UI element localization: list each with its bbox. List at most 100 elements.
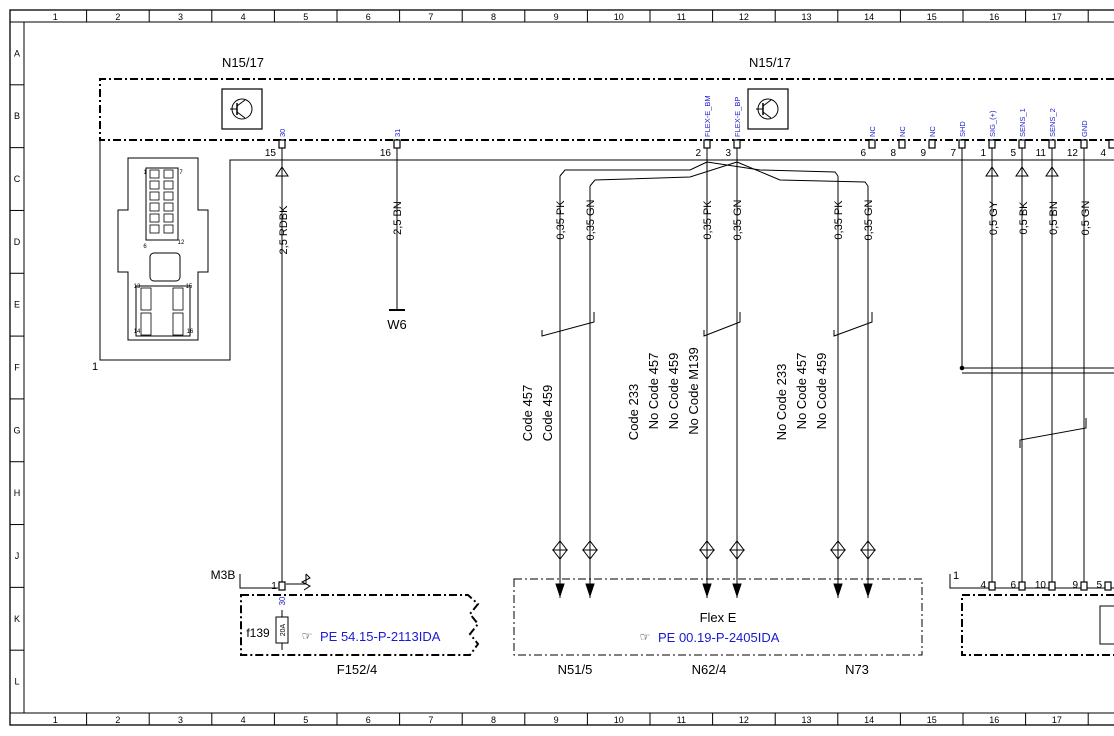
grid-column-label: 1 [53,715,58,725]
connector-view-number: 1 [92,361,98,373]
pin-number: 5 [1010,148,1016,159]
pin-terminal-icon [733,139,741,149]
fuse-icon [275,610,289,650]
outer-frame [9,9,1114,726]
grid-column-label: 8 [491,715,496,725]
pin-name: GND [1080,120,1089,137]
pin-terminal-icon [1018,581,1026,591]
wire-label: 0,35 GN [732,199,744,240]
wire-label: 0,5 GY [988,200,1000,235]
pin-number: 1 [980,148,986,159]
right-block-number: 1 [953,570,959,582]
fuse-label: f139 [246,626,270,640]
connector-outline [99,140,1114,361]
grid-row-label: D [14,237,21,247]
right-block-bracket [949,574,1114,589]
connector-face-icon [117,157,209,341]
grid-row-label: K [14,614,20,624]
pin-terminal-icon [868,139,876,149]
pin-number: 15 [265,148,277,159]
code-text: No Code M139 [686,347,701,434]
wire-label: 0,35 GN [863,199,875,240]
conn-pin-label: 1 [143,170,147,176]
bus-connector-icon [551,540,569,560]
bus-connector-icon [728,540,746,560]
fuse-box-outline [240,594,480,656]
grid-column-label: 8 [491,12,496,22]
wire-label: 2,5 RDBK [278,205,290,255]
fuse-reference-link[interactable]: PE 54.15-P-2113IDA [320,629,441,644]
pin-terminal-icon [1018,139,1026,149]
pin-name: SHD [958,121,967,137]
pin-name: 31 [393,129,402,137]
pin-terminal-icon [1080,139,1088,149]
pin-terminal-icon [393,139,401,149]
grid-column-label: 4 [241,12,246,22]
pin-number: 4 [1100,148,1106,159]
grid-column-label: 11 [677,715,686,725]
pin-number: 4 [980,580,986,591]
bus-connector-icon [859,540,877,560]
pin-terminal-icon [988,139,996,149]
fuse-box-pin: 1 [271,581,277,592]
arrow-down-icon [732,583,742,598]
pin-terminal-icon [1048,581,1056,591]
arrow-down-icon [702,583,712,598]
grid-row-label: C [14,174,21,184]
grid-column-label: 14 [864,12,874,22]
wire-label: 0,5 BN [1048,201,1060,235]
fuse-box-terminal: 30 [278,596,287,605]
pin-number: 9 [1072,580,1078,591]
grid-column-label: 10 [614,715,624,725]
pointer-hand-icon: ☞ [640,630,651,644]
module-label-n62-4: N62/4 [692,662,727,677]
pin-number: 11 [1036,148,1047,159]
grid-column-label: 7 [428,12,433,22]
wire-label: 0,35 PK [702,200,714,240]
transistor-icon-right [747,88,789,130]
flex-e-box [513,578,923,656]
pin-number: 3 [725,148,731,159]
grid-column-label: 16 [989,715,999,725]
control-unit-label-left: N15/17 [222,55,264,70]
pin-name: SENS_1 [1018,108,1027,137]
grid-column-label: 2 [115,715,120,725]
pin-number: 2 [695,148,701,159]
pin-name: SENS_2 [1048,108,1057,137]
pin-terminal-icon [278,581,286,591]
wire-label: 0,35 PK [833,200,845,240]
flex-reference-link[interactable]: PE 00.19-P-2405IDA [658,630,780,645]
pin-terminal-icon [1048,139,1056,149]
pin-name: NC [898,126,907,137]
code-text: Code 459 [540,385,555,441]
conn-pin-label: 14 [134,329,141,335]
grid-row-label: E [14,300,20,310]
module-label-n51-5: N51/5 [558,662,593,677]
grid-row-label: B [14,111,20,121]
m3b-label: M3B [211,568,236,582]
grid-column-label: 3 [178,12,183,22]
grid-column-label: 5 [303,12,308,22]
pin-number: 8 [890,148,896,159]
pin-terminal-icon [988,581,996,591]
pin-name: FLEX-E_BM [703,95,712,137]
wire-label: 0,5 GN [1080,201,1092,236]
conn-pin-label: 12 [178,240,185,246]
grid-column-label: 3 [178,715,183,725]
code-text: Code 233 [626,384,641,440]
flex-e-bus-wires [559,148,869,598]
conn-pin-label: 7 [179,170,183,176]
arrow-down-icon [585,583,595,598]
grid-column-label: 9 [554,12,559,22]
wire-label: 0,5 BK [1018,201,1030,235]
bus-arrows [551,540,877,598]
grid-row-label: H [14,488,21,498]
grid-column-label: 11 [677,12,686,22]
grid-column-label: 4 [241,715,246,725]
code-brace-icons [541,312,1087,448]
grid-column-label: 6 [366,715,371,725]
pin-terminal-icon [1108,139,1114,149]
pin-terminal-icon [278,139,286,149]
bus-connector-icon [581,540,599,560]
